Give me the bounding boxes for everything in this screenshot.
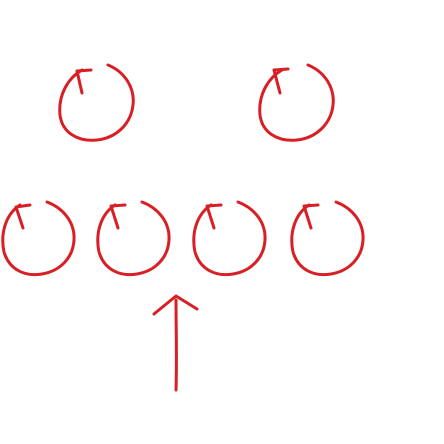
- rotation-mark-middle-2: [96, 200, 171, 277]
- rotation-mark-top-1: [58, 63, 135, 142]
- up-arrow-icon: [152, 294, 199, 392]
- circle-stroke: [192, 200, 267, 277]
- circle-stroke: [58, 63, 135, 142]
- circle-stroke: [258, 63, 335, 142]
- circle-stroke: [96, 200, 171, 277]
- arrowhead-stroke: [205, 203, 223, 230]
- arrowhead-stroke: [109, 203, 127, 230]
- arrowhead-stroke: [272, 67, 290, 95]
- arrowhead-stroke: [14, 203, 32, 230]
- top-row: [58, 63, 335, 142]
- rotation-mark-middle-3: [192, 200, 267, 277]
- arrowhead-stroke: [75, 68, 93, 95]
- arrow-head: [152, 294, 199, 316]
- rotation-mark-middle-1: [1, 200, 76, 277]
- circle-stroke: [290, 200, 365, 277]
- rotation-mark-top-2: [258, 63, 335, 142]
- rotation-mark-middle-4: [290, 200, 365, 277]
- circle-stroke: [1, 200, 76, 277]
- arrowhead-stroke: [302, 203, 320, 230]
- middle-row: [1, 200, 365, 277]
